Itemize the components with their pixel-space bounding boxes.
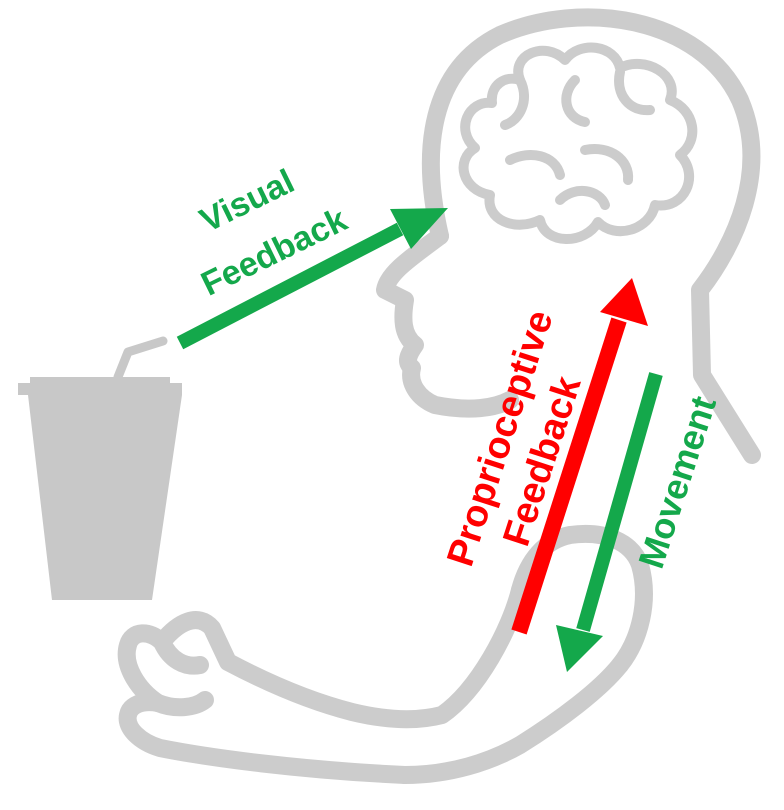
visual-feedback-label: Visual Feedback — [194, 162, 353, 303]
cup-with-straw-icon — [18, 341, 182, 600]
brain-icon — [464, 48, 693, 239]
